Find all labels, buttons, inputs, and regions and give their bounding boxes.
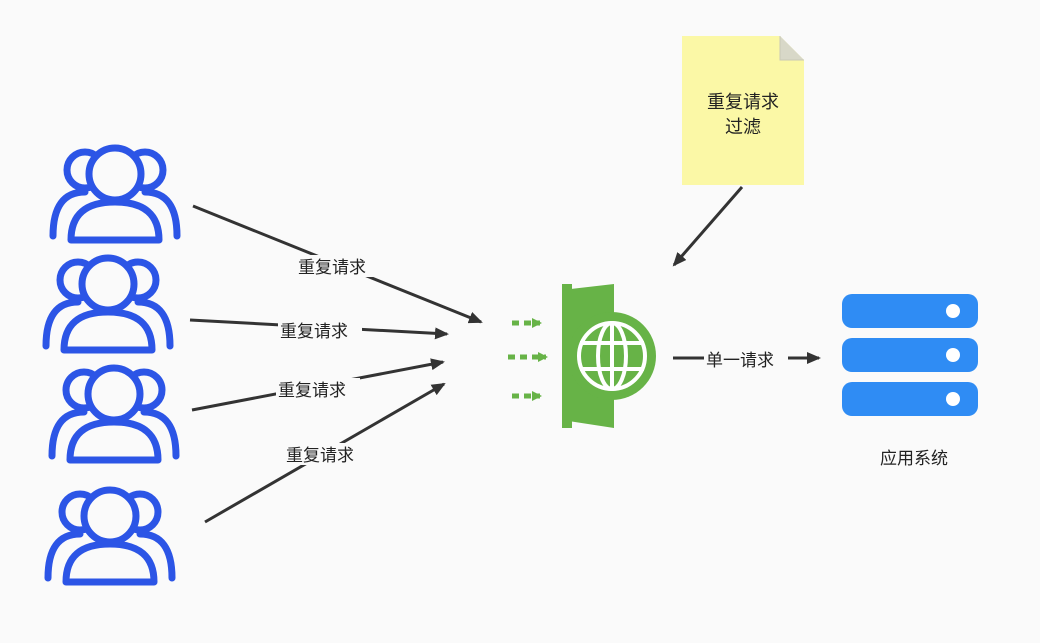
edge-label-user1: 重复请求 (298, 258, 366, 278)
users-group-icon (48, 490, 172, 582)
note-icon (682, 36, 804, 185)
edge-label-user4: 重复请求 (286, 446, 354, 466)
note-line2: 过滤 (725, 117, 761, 138)
edge-label-single-request: 单一请求 (706, 351, 774, 371)
users-group-icon (46, 258, 170, 350)
arrow-note-to-gateway (672, 186, 744, 267)
app-system-label: 应用系统 (880, 449, 948, 469)
users-group-icon (52, 368, 176, 460)
note-line1: 重复请求 (707, 92, 779, 113)
edge-label-user3: 重复请求 (278, 381, 346, 401)
users-group-icon (53, 148, 177, 240)
gateway-globe-icon (508, 284, 656, 428)
server-icon (842, 294, 978, 416)
edge-label-user2: 重复请求 (280, 322, 348, 342)
